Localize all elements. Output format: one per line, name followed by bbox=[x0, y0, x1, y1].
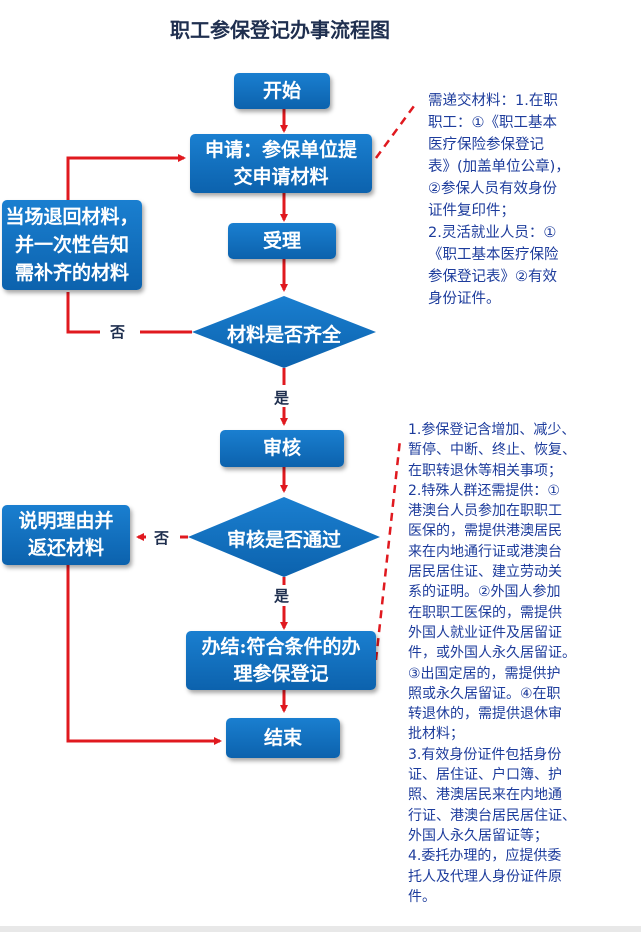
note2-line: 件。 bbox=[408, 888, 436, 905]
apply-label-line1: 申请：参保单位提 bbox=[204, 138, 357, 161]
note2-line: 转退休的，需提供退休审 bbox=[408, 706, 562, 723]
decision-diamond-review bbox=[188, 497, 380, 577]
finish-node: 办结:符合条件的办 理参保登记 bbox=[186, 631, 376, 690]
explain-label-line1: 说明理由并 bbox=[18, 510, 114, 532]
start-label: 开始 bbox=[262, 79, 301, 102]
callout-note1 bbox=[374, 105, 416, 159]
apply-node: 申请：参保单位提 交申请材料 bbox=[190, 134, 372, 193]
note2-line: 医保的，需提供港澳居民 bbox=[408, 523, 562, 540]
note2-line: 托人及代理人身份证件原 bbox=[408, 868, 562, 885]
yes-label-review: 是 bbox=[274, 587, 290, 605]
page-title: 职工参保登记办事流程图 bbox=[170, 18, 390, 42]
accept-label: 受理 bbox=[262, 229, 301, 252]
note2-line: 批材料； bbox=[408, 726, 464, 743]
bottom-scroll-bar bbox=[0, 926, 641, 932]
no-label-materials: 否 bbox=[110, 323, 126, 341]
return-label-line2: 并一次性告知 bbox=[14, 234, 129, 256]
note1-line: 职工：①《职工基本 bbox=[428, 115, 557, 131]
note1-line: 医疗保险参保登记 bbox=[428, 137, 544, 153]
end-label: 结束 bbox=[263, 726, 302, 749]
note1-line: ②参保人员有效身份 bbox=[428, 181, 557, 197]
note-registration-details: 1.参保登记含增加、减少、 暂停、中断、终止、恢复、 在职转退休等相关事项； 2… bbox=[408, 420, 598, 907]
note2-line: 居民居住证、建立劳动关 bbox=[408, 564, 562, 581]
note1-line: 表》(加盖单位公章)， bbox=[428, 159, 570, 175]
explain-label-line2: 返还材料 bbox=[27, 537, 104, 559]
note2-line: 件，或外国人永久居留证。 bbox=[408, 645, 576, 662]
apply-label-line2: 交申请材料 bbox=[233, 165, 329, 188]
yes-label-materials: 是 bbox=[274, 389, 290, 407]
arrow-explain-to-end bbox=[66, 565, 222, 745]
note1-line: 《职工基本医疗保险 bbox=[428, 247, 559, 263]
decision-diamond-materials bbox=[192, 296, 376, 368]
note2-line: 2.特殊人群还需提供：① bbox=[408, 482, 560, 499]
note2-line: ③出国定居的，需提供护 bbox=[408, 665, 561, 682]
explain-node: 说明理由并 返还材料 bbox=[2, 505, 130, 565]
start-node: 开始 bbox=[234, 73, 330, 109]
note-required-materials: 需递交材料：1.在职 职工：①《职工基本 医疗保险参保登记 表》(加盖单位公章)… bbox=[428, 90, 588, 310]
note2-line: 3.有效身份证件包括身份 bbox=[408, 746, 562, 763]
check-complete-label: 材料是否齐全 bbox=[226, 324, 341, 346]
note2-line: 系的证明。②外国人参加 bbox=[408, 584, 561, 601]
finish-label-line2: 理参保登记 bbox=[233, 662, 329, 685]
note2-line: 照、港澳居民来在内地通 bbox=[408, 787, 562, 804]
return-label-line1: 当场退回材料， bbox=[5, 206, 139, 228]
note1-line: 身份证件。 bbox=[428, 291, 501, 307]
note2-line: 行证、港澳台居民居住证、 bbox=[408, 807, 576, 824]
end-node: 结束 bbox=[226, 718, 340, 758]
note2-line: 在职职工医保的，需提供 bbox=[408, 604, 562, 621]
note2-line: 证、居住证、户口簿、护 bbox=[408, 767, 562, 784]
note2-line: 暂停、中断、终止、恢复、 bbox=[408, 442, 576, 459]
no-label-review: 否 bbox=[154, 529, 170, 547]
note2-line: 照或永久居留证。④在职 bbox=[408, 685, 561, 702]
note2-line: 外国人永久居留证等； bbox=[408, 827, 548, 844]
note1-line: 2.灵活就业人员：① bbox=[428, 225, 557, 241]
review-pass-label: 审核是否通过 bbox=[226, 529, 341, 551]
arrow-return-to-apply bbox=[66, 154, 186, 200]
review-node: 审核 bbox=[220, 430, 344, 467]
note2-line: 港澳台人员参加在职职工 bbox=[408, 503, 562, 520]
finish-label-line1: 办结:符合条件的办 bbox=[201, 635, 361, 658]
callout-note2 bbox=[374, 439, 402, 661]
review-label: 审核 bbox=[262, 437, 301, 459]
note1-line: 证件复印件； bbox=[428, 203, 515, 219]
note1-line: 参保登记表》②有效 bbox=[428, 269, 557, 285]
note2-line: 4.委托办理的，应提供委 bbox=[408, 848, 562, 865]
note1-line: 需递交材料：1.在职 bbox=[428, 93, 558, 109]
note2-line: 来在内地通行证或港澳台 bbox=[408, 543, 562, 560]
note2-line: 外国人就业证件及居留证 bbox=[408, 624, 562, 641]
note2-line: 在职转退休等相关事项； bbox=[408, 462, 562, 479]
return-node: 当场退回材料， 并一次性告知 需补齐的材料 bbox=[2, 200, 142, 290]
arrow-no-to-return bbox=[66, 292, 100, 334]
note2-line: 1.参保登记含增加、减少、 bbox=[408, 422, 576, 438]
accept-node: 受理 bbox=[228, 223, 336, 259]
return-label-line3: 需补齐的材料 bbox=[14, 262, 129, 284]
